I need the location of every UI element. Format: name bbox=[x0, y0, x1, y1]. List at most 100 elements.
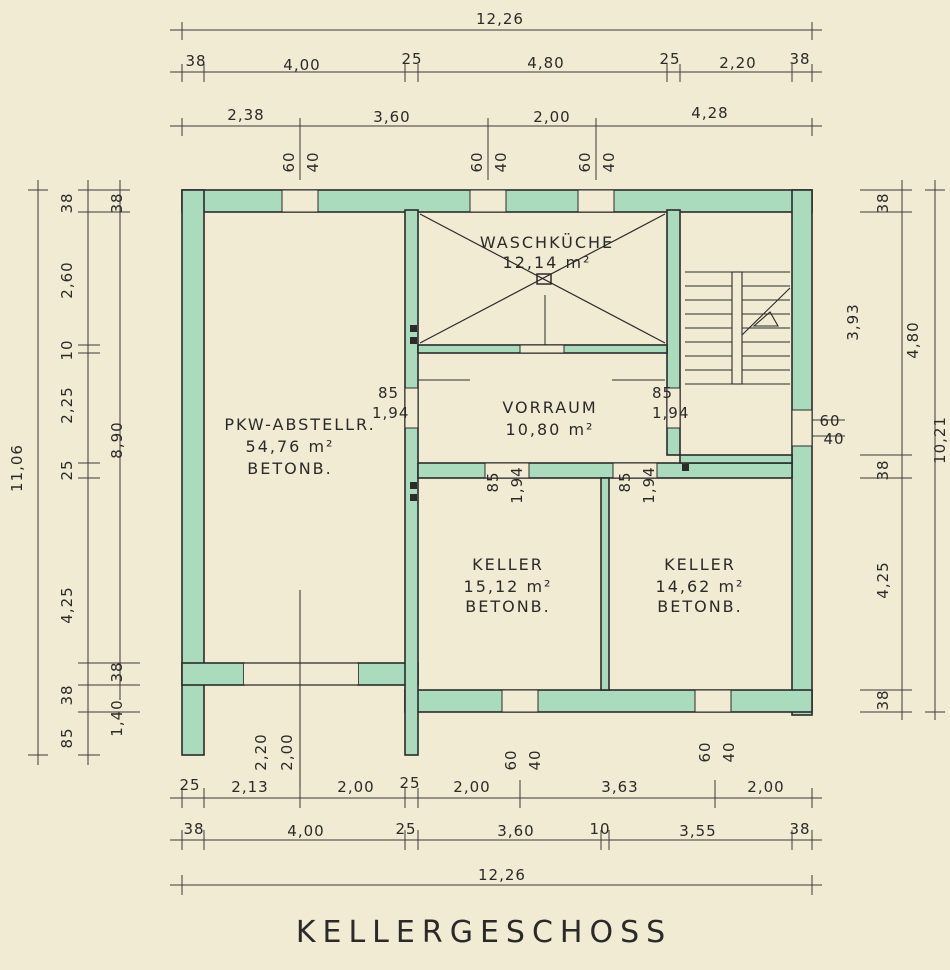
dim-top-r1-3: 4,80 bbox=[527, 54, 564, 72]
dim-right-inner-2: 38 bbox=[874, 459, 892, 480]
dim-door-5: 1,94 bbox=[508, 466, 526, 503]
dim-bot-r2-2: 25 bbox=[395, 820, 416, 838]
dim-bot-r2-6: 38 bbox=[789, 820, 810, 838]
dim-door-7: 1,94 bbox=[640, 466, 658, 503]
dim-garage-door-1: 2,00 bbox=[278, 733, 296, 770]
dim-top-r2-1: 3,60 bbox=[373, 108, 410, 126]
hall-name: VORRAUM bbox=[502, 398, 597, 417]
dim-bot-r1-4: 2,00 bbox=[453, 778, 490, 796]
window-stair-right bbox=[791, 409, 813, 447]
floor-drain-icon bbox=[536, 273, 552, 285]
dim-win-bot-1: 40 bbox=[526, 749, 544, 770]
dim-left-inner-1: 38 bbox=[108, 192, 126, 213]
laundry-ceiling-cross bbox=[419, 213, 666, 344]
door-hall-cellar1 bbox=[484, 462, 530, 479]
dim-top-r1-5: 2,20 bbox=[719, 54, 756, 72]
wall-stair-bottom bbox=[679, 454, 793, 464]
dim-garage-door-0: 2,20 bbox=[252, 733, 270, 770]
dim-win-bot-3: 40 bbox=[720, 741, 738, 762]
dim-left-inner-7: 38 bbox=[58, 684, 76, 705]
hall-area: 10,80 m² bbox=[506, 420, 595, 439]
cellar2-area: 14,62 m² bbox=[656, 577, 745, 596]
dim-door-6: 85 bbox=[616, 471, 634, 492]
dim-right-mid: 4,80 bbox=[904, 321, 922, 358]
top-dimensions: 12,26 38 4,00 25 4,80 25 2,20 38 2,38 3,… bbox=[170, 10, 822, 180]
dim-door-3: 1,94 bbox=[652, 404, 689, 422]
dim-left-mid: 8,90 bbox=[108, 421, 126, 458]
dim-left-inner-10: 85 bbox=[58, 727, 76, 748]
dim-right-inner-0: 38 bbox=[874, 192, 892, 213]
chimney-mark-5 bbox=[682, 464, 689, 471]
cellar1-name: KELLER bbox=[472, 555, 544, 574]
dim-bot-r1-1: 2,13 bbox=[231, 778, 268, 796]
dim-top-r1-1: 4,00 bbox=[283, 56, 320, 74]
dim-right-inner-4: 38 bbox=[874, 689, 892, 710]
garage-name: PKW-ABSTELLR. bbox=[224, 415, 375, 434]
dim-top-r1-2: 25 bbox=[401, 50, 422, 68]
chimney-marks bbox=[410, 325, 689, 501]
dim-left-inner-3: 10 bbox=[58, 339, 76, 360]
dim-left-outer: 11,06 bbox=[8, 444, 26, 492]
dim-bot-r1-0: 25 bbox=[179, 776, 200, 794]
dim-top-r2-3: 4,28 bbox=[691, 104, 728, 122]
garage-door-opening bbox=[244, 663, 358, 685]
dim-win-top-0: 60 bbox=[280, 151, 298, 172]
door-hall-stair bbox=[666, 387, 681, 429]
dim-bot-r2-4: 10 bbox=[589, 820, 610, 838]
dim-door-0: 85 bbox=[378, 384, 399, 402]
laundry-name: WASCHKÜCHE bbox=[480, 233, 614, 252]
dim-win-top-2: 60 bbox=[468, 151, 486, 172]
dim-left-inner-2: 2,60 bbox=[58, 261, 76, 298]
wall-hall-bottom bbox=[417, 462, 793, 479]
window-garage-top bbox=[281, 189, 319, 213]
staircase bbox=[685, 271, 791, 385]
dim-top-r1-4: 25 bbox=[659, 50, 680, 68]
window-cellar1-bottom bbox=[501, 689, 539, 713]
wall-cellar-divider bbox=[600, 477, 610, 691]
chimney-mark-2 bbox=[410, 337, 417, 344]
dim-bot-r1-3: 25 bbox=[399, 774, 420, 792]
cellar2-name: KELLER bbox=[664, 555, 736, 574]
door-dimensions: 85 1,94 85 1,94 85 1,94 85 1,94 2,20 2,0… bbox=[252, 384, 689, 771]
chimney-mark-4 bbox=[410, 494, 417, 501]
dim-win-bot-2: 60 bbox=[696, 741, 714, 762]
dim-left-inner-5: 25 bbox=[58, 459, 76, 480]
door-garage-hall bbox=[404, 387, 419, 429]
dim-win-top-4: 60 bbox=[576, 151, 594, 172]
dim-bot-total: 12,26 bbox=[478, 866, 526, 884]
garage-area: 54,76 m² bbox=[246, 437, 335, 456]
dim-bot-r1-6: 2,00 bbox=[747, 778, 784, 796]
dim-left-inner-9: 1,40 bbox=[108, 699, 126, 736]
cellar1-area: 15,12 m² bbox=[464, 577, 553, 596]
plan-title: KELLERGESCHOSS bbox=[296, 915, 672, 950]
dim-right-total: 10,21 bbox=[931, 416, 949, 464]
dim-left-inner-0: 38 bbox=[58, 192, 76, 213]
dim-win-top-3: 40 bbox=[492, 151, 510, 172]
dim-door-2: 85 bbox=[652, 384, 673, 402]
dim-top-r1-0: 38 bbox=[185, 52, 206, 70]
dim-right-inner-1: 3,93 bbox=[844, 303, 862, 340]
cellar1-material: BETONB. bbox=[465, 597, 550, 616]
wall-right bbox=[791, 189, 813, 716]
dim-win-bot-0: 60 bbox=[502, 749, 520, 770]
chimney-mark-3 bbox=[410, 482, 417, 489]
door-laundry bbox=[519, 344, 565, 354]
window-laundry-top-2 bbox=[577, 189, 615, 213]
dim-bot-r1-2: 2,00 bbox=[337, 778, 374, 796]
hall-guides bbox=[299, 295, 665, 800]
dim-bot-r2-5: 3,55 bbox=[679, 822, 716, 840]
left-dimensions: 11,06 8,90 38 38 2,60 10 2,25 25 4,25 38… bbox=[8, 180, 140, 765]
dim-left-inner-4: 2,25 bbox=[58, 386, 76, 423]
dim-top-r1-6: 38 bbox=[789, 50, 810, 68]
garage-material: BETONB. bbox=[247, 459, 332, 478]
dim-top-r2-2: 2,00 bbox=[533, 108, 570, 126]
window-laundry-top-1 bbox=[469, 189, 507, 213]
dim-bot-r1-5: 3,63 bbox=[601, 778, 638, 796]
wall-bottom bbox=[404, 689, 813, 713]
dim-bot-r2-1: 4,00 bbox=[287, 822, 324, 840]
dim-door-1: 1,94 bbox=[372, 404, 409, 422]
dim-door-4: 85 bbox=[484, 471, 502, 492]
dim-win-top-5: 40 bbox=[600, 151, 618, 172]
door-hall-cellar2 bbox=[612, 462, 658, 479]
